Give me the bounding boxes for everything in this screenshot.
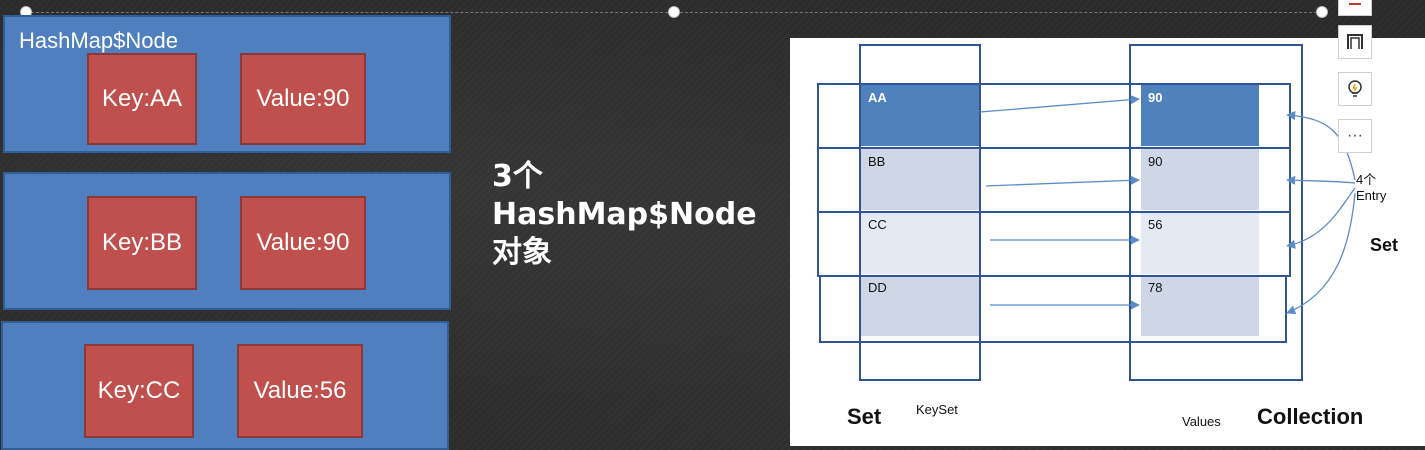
value-cell: Value:90 (240, 53, 366, 145)
value-label: 90 (1148, 154, 1163, 169)
entry-arrow (1286, 192, 1356, 315)
caption-line: HashMap$Node (492, 197, 757, 232)
resize-handle-right[interactable] (1316, 6, 1328, 18)
collection-label: Collection (1257, 404, 1364, 429)
hashmap-node-box[interactable]: Key:BB Value:90 (3, 172, 451, 310)
key-label: BB (868, 154, 886, 169)
entry-count-label: 4个 Entry (1356, 172, 1386, 204)
key-cell: Key:AA (87, 53, 197, 145)
entry-row (819, 275, 1287, 343)
entry-arrow (1286, 175, 1356, 185)
key-label: CC (868, 217, 887, 232)
value-label: 90 (1148, 90, 1163, 105)
key-cell: Key:BB (87, 196, 197, 290)
lightbulb-icon (1348, 80, 1362, 97)
node-title: HashMap$Node (19, 28, 178, 53)
node-count-caption: 3个 HashMap$Node 对象 (492, 158, 757, 272)
value-highlight-fill (1141, 84, 1259, 146)
key-highlight-fill (861, 84, 979, 146)
more-icon: ··· (1347, 127, 1363, 144)
entry-count: 4个 (1356, 172, 1377, 187)
key-row-fill (861, 212, 979, 274)
value-row-fill (1141, 276, 1259, 336)
entry-text: Entry (1356, 188, 1387, 203)
hashmap-node-box[interactable]: HashMap$Node Key:AA Value:90 (3, 15, 451, 153)
value-cell: Value:56 (237, 344, 363, 438)
layout-icon (1349, 3, 1361, 5)
key-cell: Key:CC (84, 344, 194, 438)
design-ideas-button[interactable] (1338, 25, 1372, 59)
caption-line: 对象 (492, 235, 552, 270)
key-row-fill (861, 148, 979, 210)
value-cell: Value:90 (240, 196, 366, 290)
key-value-arrow (979, 95, 1140, 113)
hashmap-node-box[interactable]: Key:CC Value:56 (1, 321, 449, 450)
entry-arrow (1286, 111, 1356, 181)
keyset-label: KeySet (916, 402, 958, 417)
resize-handle-top[interactable] (668, 6, 680, 18)
entryset-set-label: Set (1370, 235, 1399, 255)
key-row-fill (861, 276, 979, 336)
entryset-diagram[interactable]: AA BB CC DD 90 90 56 78 4个 Entry Set Set… (790, 38, 1425, 446)
caption-line: 3个 (492, 159, 543, 194)
key-label: AA (868, 90, 887, 105)
diagram-drawing (817, 44, 1356, 381)
entry-arrow (1286, 187, 1356, 249)
layout-options-button[interactable] (1338, 0, 1372, 16)
key-value-arrow (985, 175, 1140, 187)
value-label: 56 (1148, 217, 1163, 232)
value-label: 78 (1148, 280, 1163, 295)
value-row-fill (1141, 212, 1259, 274)
value-row-fill (1141, 148, 1259, 210)
keyset-set-label: Set (847, 404, 882, 429)
frame-icon (1347, 34, 1363, 49)
values-label: Values (1182, 414, 1221, 429)
key-label: DD (868, 280, 887, 295)
more-options-button[interactable]: ··· (1338, 119, 1372, 153)
ideas-button[interactable] (1338, 72, 1372, 106)
